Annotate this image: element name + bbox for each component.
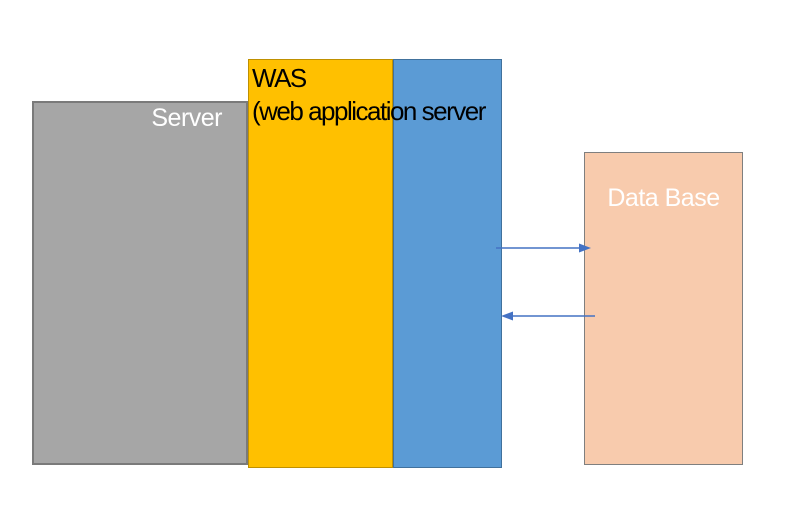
server-box: Server: [32, 101, 248, 465]
database-label: Data Base: [607, 184, 720, 212]
was-label-line1: WAS: [252, 63, 307, 93]
middle-layer-box: [393, 59, 502, 468]
was-label-line2: (web application server: [252, 96, 486, 126]
database-box: Data Base: [584, 152, 743, 465]
was-label: WAS (web application server: [252, 62, 486, 128]
arrow-left-icon: [501, 311, 595, 321]
was-box: [248, 59, 393, 468]
arrow-right-icon: [496, 243, 591, 253]
server-label: Server: [151, 104, 222, 132]
